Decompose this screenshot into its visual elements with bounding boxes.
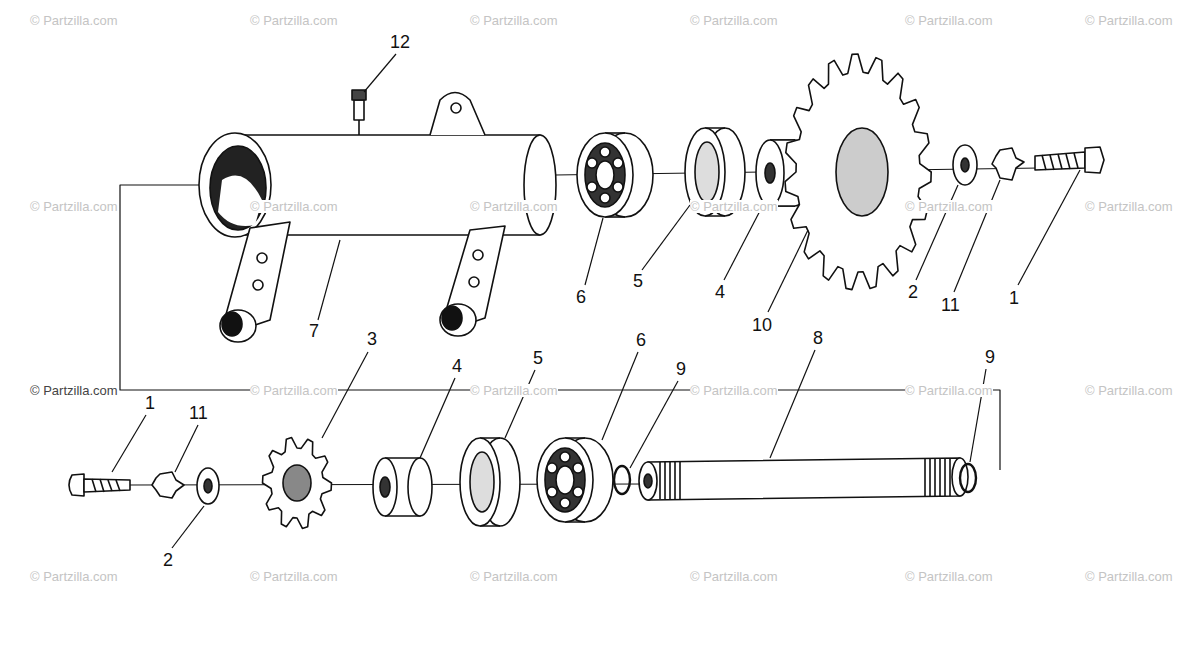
- washer: [953, 145, 977, 185]
- watermark: © Partzilla.com: [690, 14, 778, 27]
- watermark: © Partzilla.com: [250, 200, 338, 213]
- watermark: © Partzilla.com: [470, 200, 558, 213]
- callout-number: 11: [189, 404, 208, 422]
- watermark: © Partzilla.com: [30, 570, 118, 583]
- sprocket-hub: [283, 465, 311, 501]
- watermark: © Partzilla.com: [30, 14, 118, 27]
- watermark: © Partzilla.com: [470, 570, 558, 583]
- callout-number: 1: [1009, 289, 1019, 307]
- watermark: © Partzilla.com: [250, 14, 338, 27]
- callout-number: 12: [390, 33, 410, 51]
- o-ring: [614, 466, 630, 494]
- callout-number: 3: [367, 330, 377, 348]
- o-ring: [960, 464, 976, 492]
- callout-number: 9: [985, 348, 995, 366]
- watermark: © Partzilla.com: [1085, 14, 1173, 27]
- bearing: [537, 438, 613, 522]
- callout-number: 6: [636, 331, 646, 349]
- watermark: © Partzilla.com: [250, 384, 338, 397]
- callout-number: 9: [676, 360, 686, 378]
- sprocket-hub: [836, 128, 888, 216]
- callout-number: 5: [633, 272, 643, 290]
- watermark: © Partzilla.com: [470, 384, 558, 397]
- watermark: © Partzilla.com: [30, 200, 118, 213]
- callout-number: 7: [309, 322, 319, 340]
- watermark: © Partzilla.com: [1085, 570, 1173, 583]
- callout-number: 5: [533, 349, 543, 367]
- bearing: [577, 133, 653, 217]
- sprocket: [263, 438, 332, 529]
- watermark: © Partzilla.com: [905, 384, 993, 397]
- callout-number: 11: [941, 296, 960, 314]
- watermark: © Partzilla.com: [905, 570, 993, 583]
- callout-number: 4: [452, 357, 462, 375]
- watermark: © Partzilla.com: [1085, 200, 1173, 213]
- lock-tab: [992, 148, 1024, 180]
- watermark: © Partzilla.com: [30, 384, 118, 397]
- callout-number: 8: [813, 329, 823, 347]
- watermark: © Partzilla.com: [905, 14, 993, 27]
- watermark: © Partzilla.com: [905, 200, 993, 213]
- callout-number: 10: [752, 316, 772, 334]
- watermark: © Partzilla.com: [250, 570, 338, 583]
- callout-number: 1: [145, 394, 155, 412]
- watermark: © Partzilla.com: [690, 570, 778, 583]
- sprocket: [785, 54, 931, 290]
- lock-tab: [152, 472, 184, 498]
- watermark: © Partzilla.com: [690, 384, 778, 397]
- bolt: [69, 474, 130, 496]
- washer: [197, 468, 219, 504]
- watermark: © Partzilla.com: [470, 14, 558, 27]
- housing: [199, 90, 556, 342]
- callout-number: 6: [576, 288, 586, 306]
- watermark: © Partzilla.com: [690, 200, 778, 213]
- callout-number: 4: [715, 283, 725, 301]
- shaft: [639, 458, 968, 500]
- spacer: [373, 458, 432, 516]
- callout-number: 2: [908, 283, 918, 301]
- watermark: © Partzilla.com: [1085, 384, 1173, 397]
- seal: [460, 438, 520, 526]
- callout-number: 2: [163, 551, 173, 569]
- leader-lines: [112, 54, 1080, 548]
- bolt: [1035, 147, 1104, 173]
